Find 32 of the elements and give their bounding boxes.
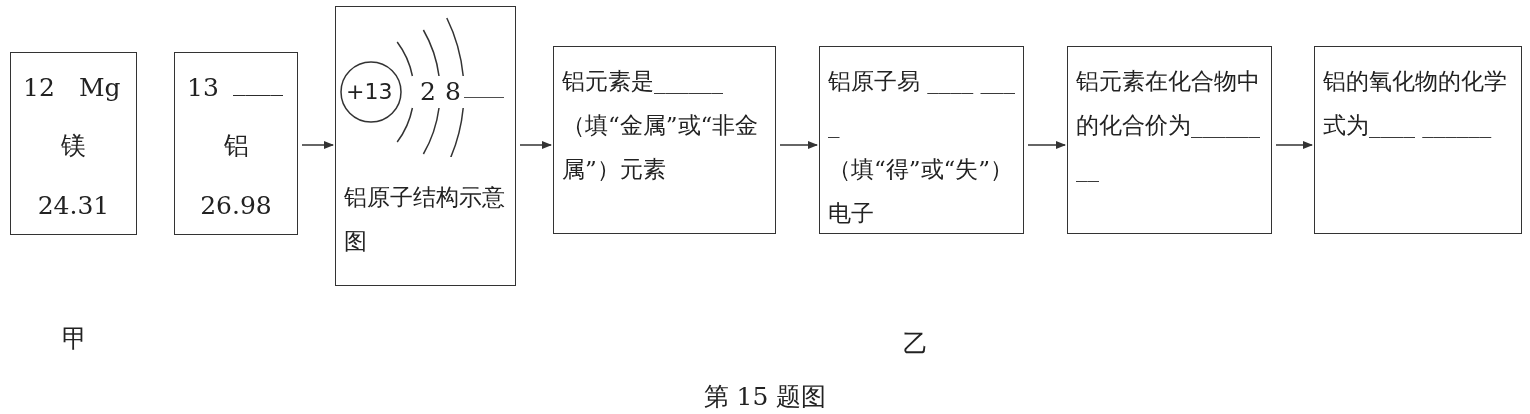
question-text: 铝元素是______（填“金属”或“非金属”）元素 xyxy=(562,67,760,184)
arrow xyxy=(301,141,334,149)
question-text: 铝元素在化合物中的化合价为________ xyxy=(1076,67,1261,184)
question-box xyxy=(819,46,1024,234)
element-card xyxy=(174,52,298,235)
question-box xyxy=(1314,46,1522,234)
element-card xyxy=(10,52,137,235)
element-name: 镁 xyxy=(60,131,87,161)
atomic-number: 12 xyxy=(23,73,55,103)
arrow xyxy=(779,141,818,149)
fill-in-line: ____ xyxy=(233,67,283,97)
fill-in-line: ____ xyxy=(464,73,504,100)
caption-text: 铝原子结构示意图 xyxy=(344,183,505,256)
atomic-mass: 26.98 xyxy=(199,191,273,221)
panel-label: 甲 xyxy=(62,323,87,355)
atomic-number: 13 xyxy=(187,73,219,103)
electron-count: 2 xyxy=(420,77,436,107)
panel-label: 乙 xyxy=(903,328,928,360)
question-text: 铝原子易 ____ ____（填“得”或“失”）电子 xyxy=(828,67,1017,228)
element-name: 铝 xyxy=(222,131,250,161)
question-box xyxy=(1067,46,1272,234)
figure-caption: 第 15 题图 xyxy=(702,381,828,413)
arrow xyxy=(1027,141,1066,149)
diagram-box xyxy=(335,6,516,286)
question-text: 铝的氧化物的化学式为____ ______ xyxy=(1323,67,1508,140)
atomic-mass: 24.31 xyxy=(36,191,111,221)
nucleus-charge: +13 xyxy=(346,78,393,106)
arrow xyxy=(519,141,552,149)
electron-count: 8 xyxy=(445,77,461,107)
arrow xyxy=(1275,141,1313,149)
question-box xyxy=(553,46,776,234)
element-symbol: Mg xyxy=(79,73,121,103)
